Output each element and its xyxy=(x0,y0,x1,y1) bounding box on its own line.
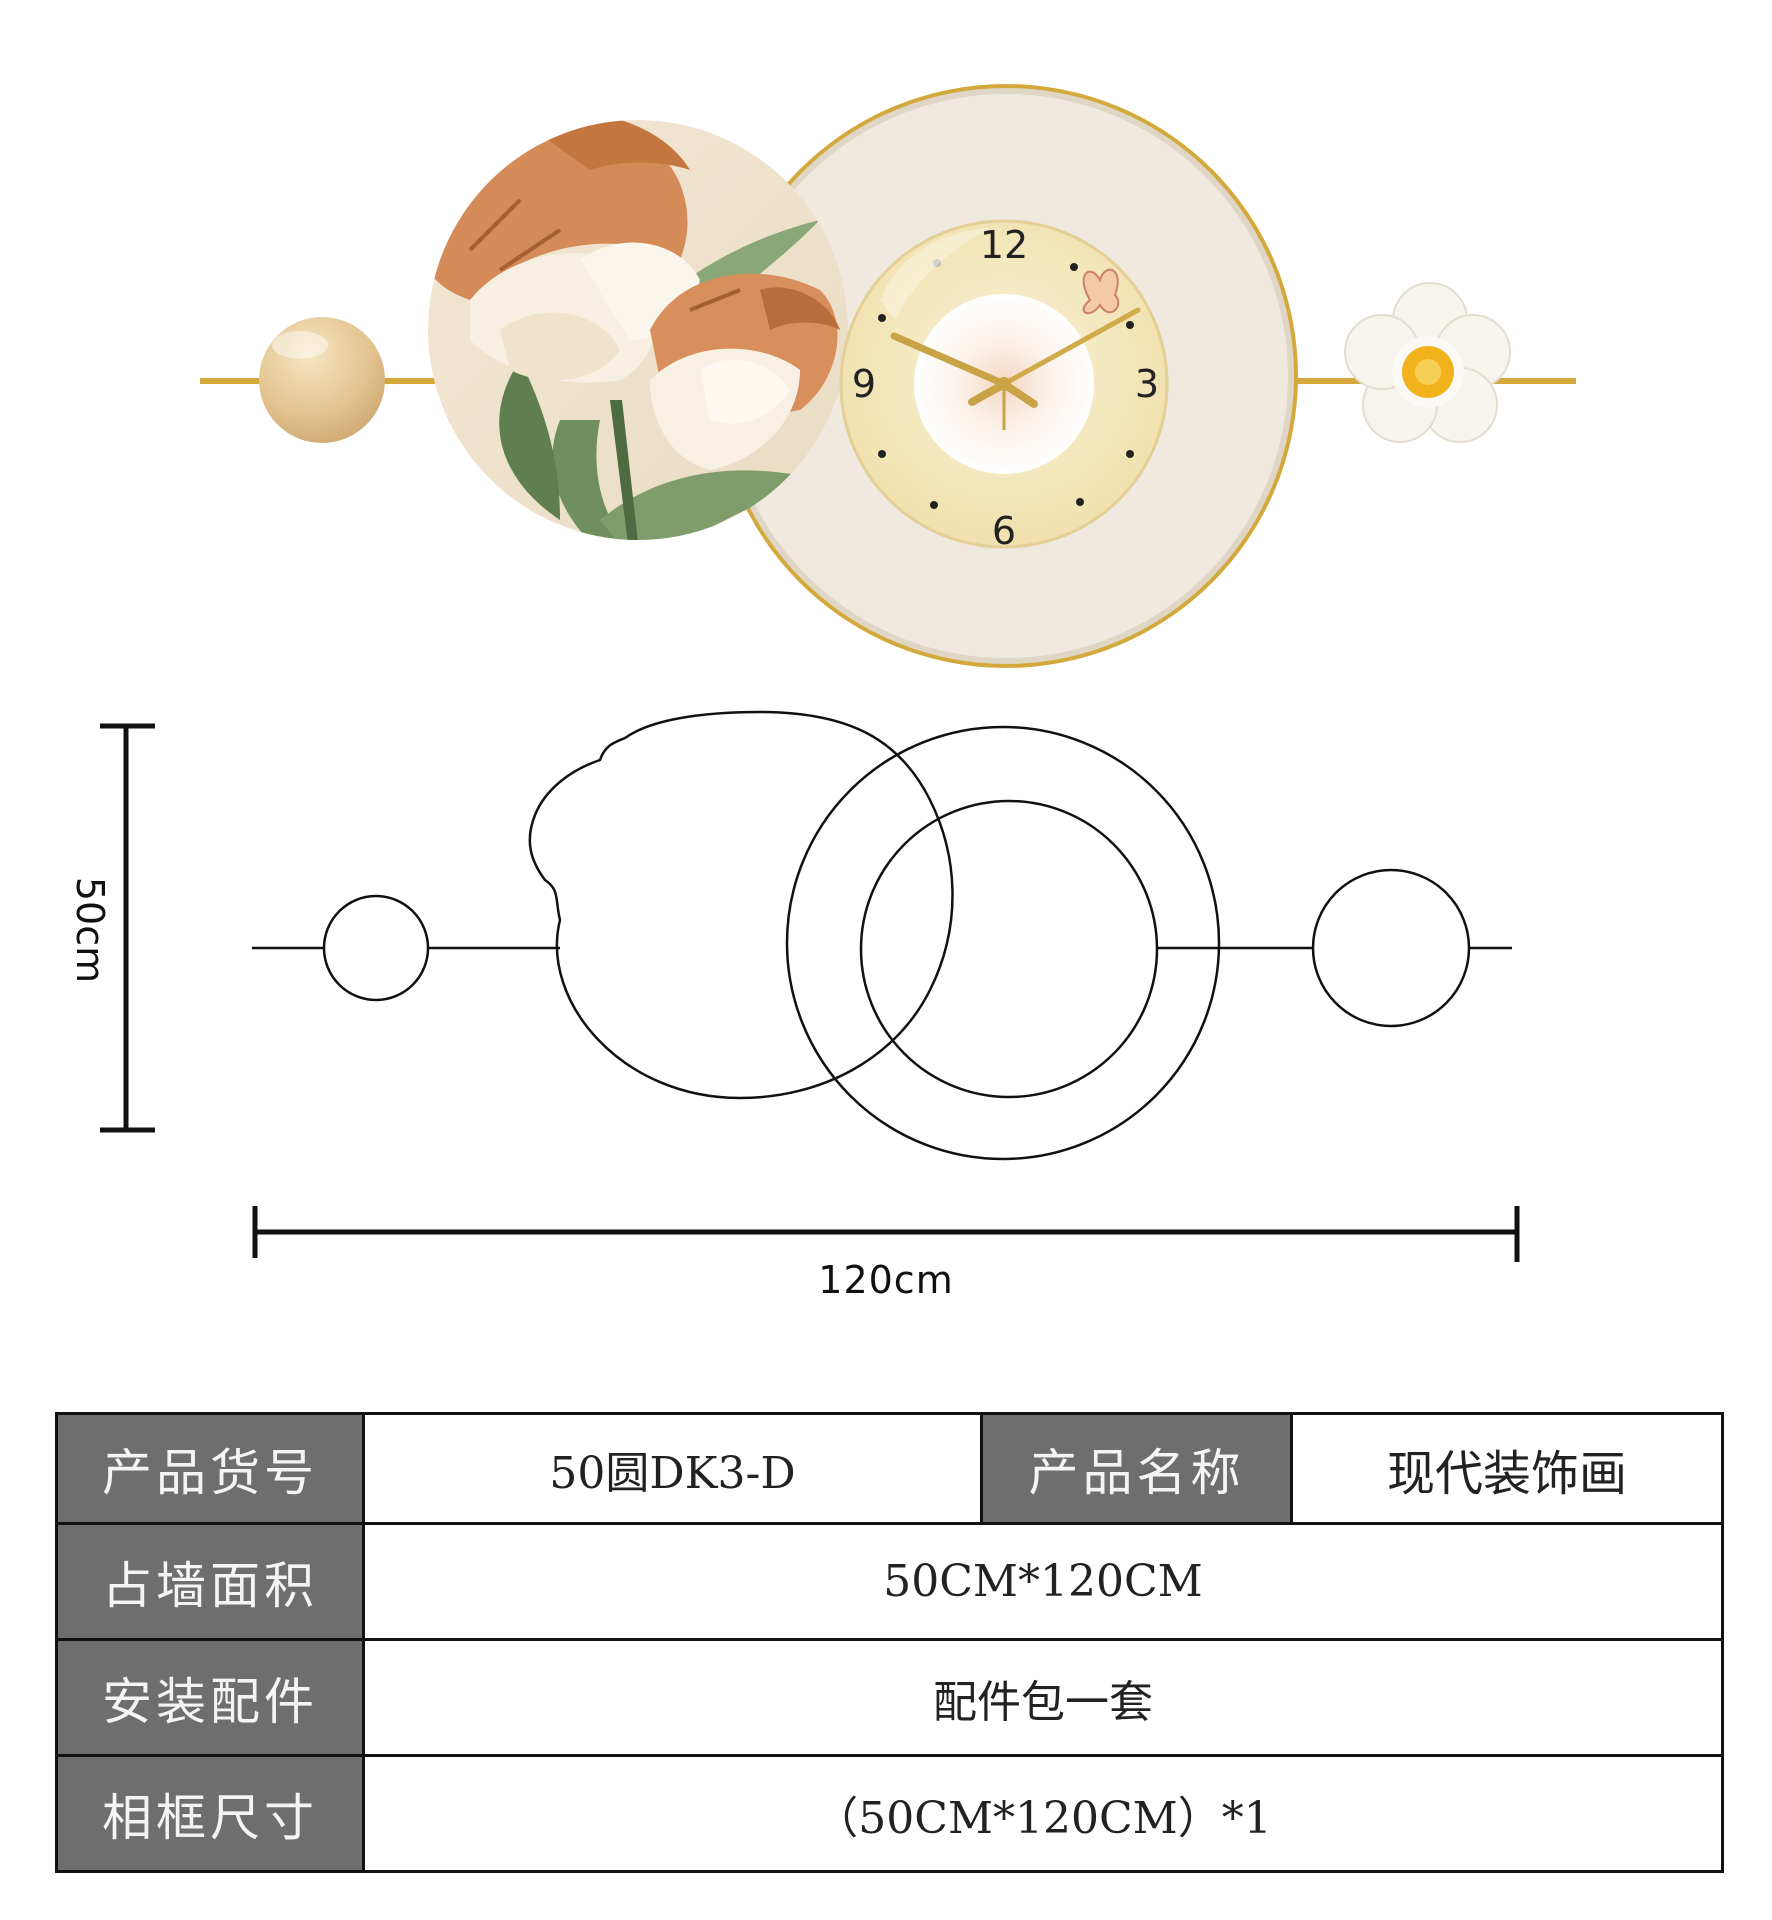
numeral-6: 6 xyxy=(992,509,1016,553)
value-accessories: 配件包一套 xyxy=(362,1638,1724,1757)
outline-large-ring xyxy=(785,725,1221,1161)
label-accessories: 安装配件 xyxy=(55,1638,365,1757)
clock-dots xyxy=(878,259,1134,509)
label-frame-size: 相框尺寸 xyxy=(55,1754,365,1873)
table-row: 相框尺寸 （50CM*120CM）*1 xyxy=(55,1754,1724,1873)
clock: 12 3 6 9 xyxy=(839,219,1169,553)
hour-hand xyxy=(890,332,1008,388)
glass-glare xyxy=(880,228,990,320)
height-label: 50cm xyxy=(68,876,113,984)
ball-highlight xyxy=(272,331,328,359)
label-product-code: 产品货号 xyxy=(55,1412,365,1525)
minute-hand xyxy=(1001,307,1141,387)
dimension-diagram xyxy=(100,710,1520,1262)
numeral-9: 9 xyxy=(852,362,876,406)
outline-painting xyxy=(528,710,954,1100)
label-wall-area: 占墙面积 xyxy=(55,1522,365,1641)
gold-ball xyxy=(259,317,385,443)
table-row: 占墙面积 50CM*120CM xyxy=(55,1522,1724,1641)
height-label-wrap: 50cm xyxy=(40,876,140,984)
product-illustration: 12 3 6 9 xyxy=(200,84,1576,668)
flower-ornament xyxy=(1344,282,1511,443)
table-row: 安装配件 配件包一套 xyxy=(55,1638,1724,1757)
clock-pin xyxy=(997,377,1011,391)
table-row: 产品货号 50圆DK3-D 产品名称 现代装饰画 xyxy=(55,1412,1724,1525)
numeral-12: 12 xyxy=(980,223,1028,267)
outline-right-ball xyxy=(1311,868,1471,1028)
width-label: 120cm xyxy=(818,1258,954,1302)
value-wall-area: 50CM*120CM xyxy=(362,1522,1724,1641)
spec-table: 产品货号 50圆DK3-D 产品名称 现代装饰画 占墙面积 50CM*120CM… xyxy=(55,1412,1724,1873)
label-product-name: 产品名称 xyxy=(980,1412,1293,1525)
outline-clock xyxy=(859,799,1159,1099)
value-frame-size: （50CM*120CM）*1 xyxy=(362,1754,1724,1873)
butterfly-icon xyxy=(1082,268,1120,315)
value-product-name: 现代装饰画 xyxy=(1290,1412,1724,1525)
value-product-code: 50圆DK3-D xyxy=(362,1412,983,1525)
outline-left-ball xyxy=(322,894,430,1002)
numeral-3: 3 xyxy=(1135,362,1159,406)
